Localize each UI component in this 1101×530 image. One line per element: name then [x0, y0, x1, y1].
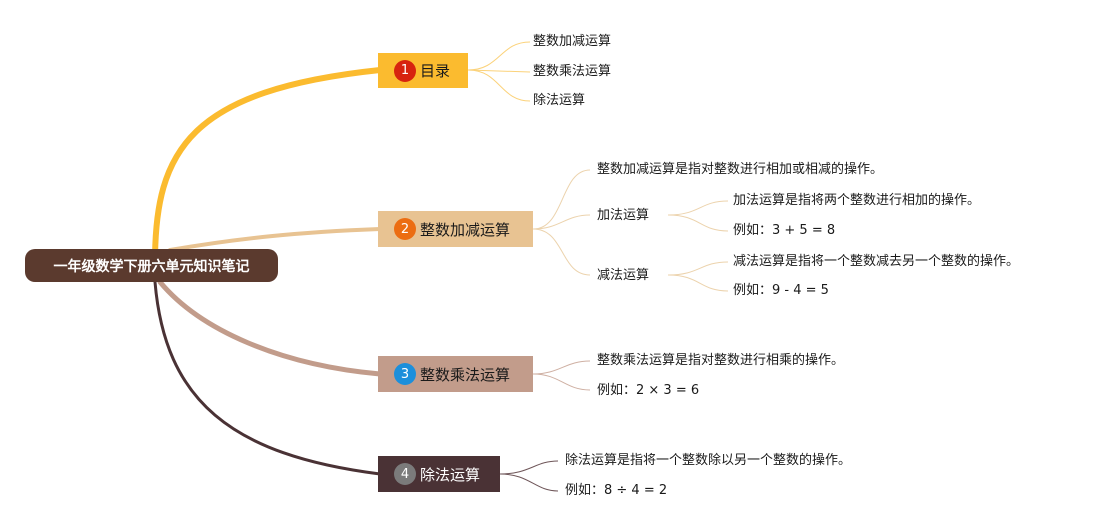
subtopic-node[interactable]: 减法运算 [597, 268, 650, 283]
leaf-node[interactable]: 整数乘法运算 [533, 64, 612, 79]
topic-label: 除法运算 [420, 465, 481, 484]
leaf-node[interactable]: 例如：8 ÷ 4 = 2 [565, 483, 668, 498]
leaf-node[interactable]: 例如：3 + 5 = 8 [733, 223, 836, 238]
topic-label: 整数加减运算 [420, 220, 511, 239]
leaf-node[interactable]: 整数加减运算是指对整数进行相加或相减的操作。 [597, 162, 884, 177]
branch-topic-3 [157, 279, 383, 377]
leaf-node[interactable]: 除法运算 [533, 93, 586, 108]
number-badge-icon: 1 [394, 59, 416, 82]
root-node[interactable]: 一年级数学下册六单元知识笔记 [25, 249, 278, 282]
topic-label: 整数乘法运算 [420, 365, 511, 384]
number-badge-icon: 4 [394, 463, 416, 485]
number-badge-icon: 2 [394, 218, 416, 240]
topic-node-2[interactable]: 2 整数加减运算 [378, 211, 533, 247]
branch-topic-4 [153, 280, 382, 476]
leaf-node[interactable]: 除法运算是指将一个整数除以另一个整数的操作。 [565, 453, 852, 468]
leaf-node[interactable]: 例如：2 × 3 = 6 [597, 383, 700, 398]
leaf-node[interactable]: 减法运算是指将一个整数减去另一个整数的操作。 [733, 254, 1020, 269]
subtopic-node[interactable]: 加法运算 [597, 208, 650, 223]
branch-topic-2 [168, 227, 382, 252]
topic-node-4[interactable]: 4 除法运算 [378, 456, 500, 492]
leaf-node[interactable]: 加法运算是指将两个整数进行相加的操作。 [733, 193, 981, 208]
leaf-node[interactable]: 整数加减运算 [533, 34, 612, 49]
leaf-node[interactable]: 整数乘法运算是指对整数进行相乘的操作。 [597, 353, 845, 368]
branch-topic-1 [152, 67, 383, 265]
number-badge-icon: 3 [394, 363, 416, 385]
topic-node-1[interactable]: 1 目录 [378, 53, 468, 88]
leaf-node[interactable]: 例如：9 - 4 = 5 [733, 283, 829, 298]
topic-label: 目录 [420, 62, 451, 80]
topic-node-3[interactable]: 3 整数乘法运算 [378, 356, 533, 392]
